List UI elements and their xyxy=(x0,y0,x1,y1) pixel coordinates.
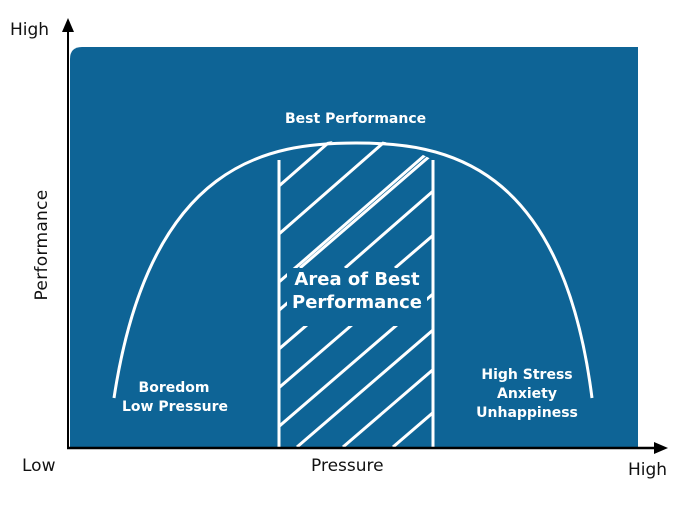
low-pressure-text: Low Pressure xyxy=(122,398,229,415)
zone-title-backdrop xyxy=(287,268,427,326)
high-pressure-label: High Stress Anxiety Unhappiness xyxy=(470,366,584,423)
x-axis-high-label: High xyxy=(628,460,668,480)
x-axis-arrow-icon xyxy=(654,442,668,454)
boredom-label: Boredom xyxy=(138,380,210,396)
zone-title-line2: Performance xyxy=(292,292,422,314)
anxiety-label: Anxiety xyxy=(497,385,557,402)
peak-label: Best Performance xyxy=(285,111,427,127)
zone-title: Area of Best Performance xyxy=(290,268,424,315)
y-axis-title: Performance xyxy=(32,189,52,301)
unhappiness-label: Unhappiness xyxy=(476,404,578,421)
x-axis-low-label: Low xyxy=(22,456,56,476)
y-axis-arrow-icon xyxy=(62,18,74,32)
low-pressure-label: Boredom Low Pressure xyxy=(122,379,229,417)
y-axis-high-label: High xyxy=(10,20,50,40)
high-stress-label: High Stress xyxy=(481,367,573,383)
x-axis-title: Pressure xyxy=(311,456,384,476)
performance-curve xyxy=(112,141,594,399)
zone-title-line1: Area of Best xyxy=(294,269,420,290)
chart-panel xyxy=(70,47,638,447)
